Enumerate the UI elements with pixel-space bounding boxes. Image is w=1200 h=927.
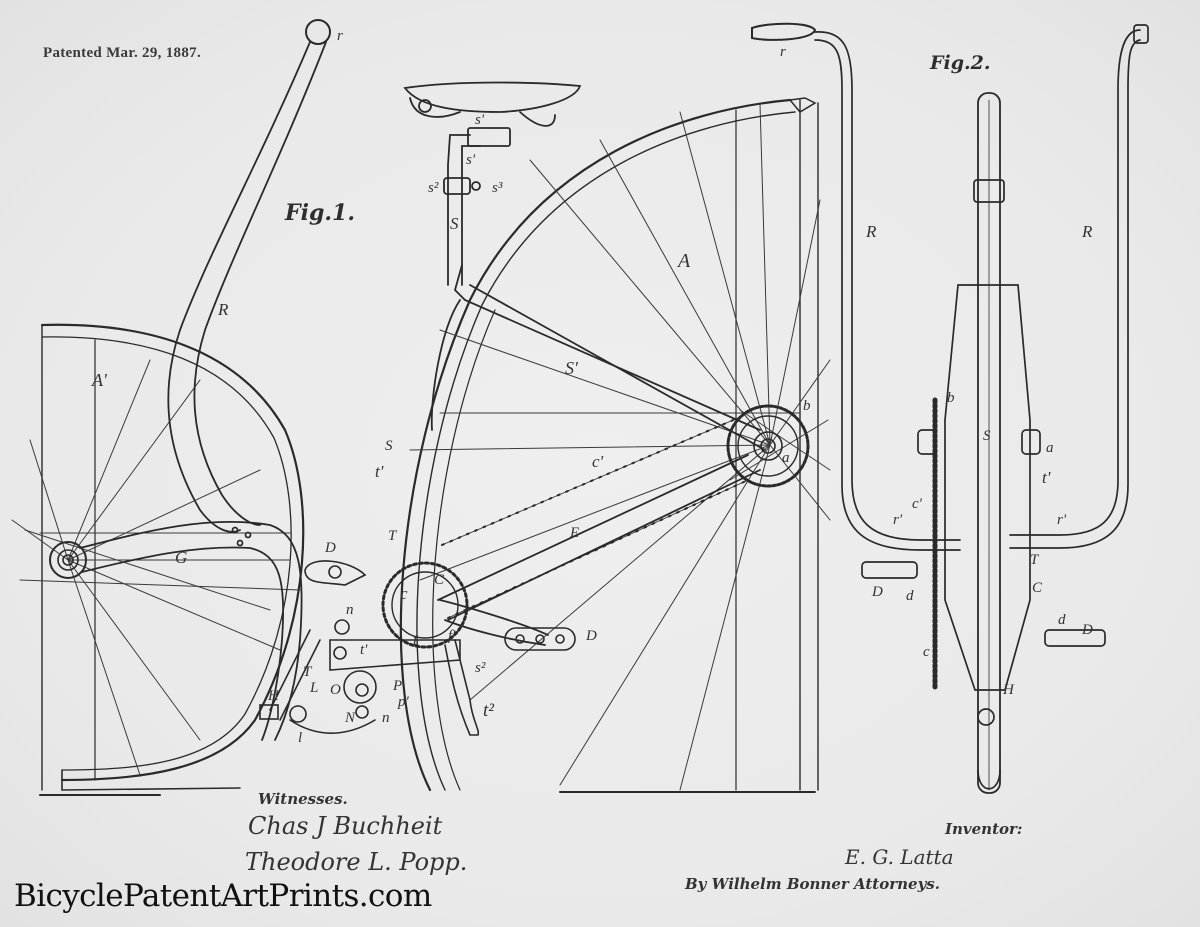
front-sprocket — [304, 560, 576, 736]
fig2-front-view — [751, 22, 1149, 794]
label-s-prime: s' — [466, 152, 476, 168]
fig2-label-r: r — [780, 44, 786, 60]
label-D-left: D — [325, 540, 336, 556]
label-c: c — [400, 584, 408, 603]
fig2-label-b: b — [947, 390, 955, 406]
witness-2-signature: Theodore L. Popp. — [245, 848, 468, 876]
label-saddle-s: s' — [475, 112, 485, 128]
label-S: S — [450, 214, 459, 233]
fig2-label-a: a — [1046, 440, 1054, 456]
label-R: R — [218, 300, 229, 319]
fig2-label-d-right: d — [1058, 612, 1066, 628]
label-t1: t' — [360, 642, 368, 658]
label-E: E — [570, 525, 580, 541]
label-a: a — [782, 450, 790, 466]
label-C: C — [434, 572, 445, 588]
label-A: A — [678, 250, 691, 272]
label-t: t — [413, 630, 418, 649]
linkage — [259, 619, 461, 734]
label-s2: s² — [428, 180, 439, 196]
main-frame — [430, 264, 766, 646]
label-O: O — [330, 682, 341, 698]
label-A-prime: A' — [92, 370, 107, 390]
figure-2-label: Fig.2. — [930, 52, 991, 74]
fig2-label-c-prime: c' — [912, 496, 922, 512]
label-f: f' — [448, 628, 456, 644]
label-t2: t² — [483, 700, 494, 721]
saddle — [403, 81, 582, 286]
label-D-right: D — [586, 628, 597, 644]
fig2-label-D-right: D — [1082, 622, 1093, 638]
label-P: P — [393, 678, 403, 694]
fig2-label-T: T — [1030, 552, 1039, 568]
large-wheel — [399, 97, 831, 793]
fig2-label-R-right: R — [1082, 222, 1093, 241]
label-s3: s³ — [492, 180, 503, 196]
fig2-label-D-left: D — [872, 584, 883, 600]
label-s2-lower: s² — [475, 660, 486, 676]
lever-r — [167, 19, 331, 533]
fig2-label-C: C — [1032, 580, 1043, 596]
fig2-label-t-prime: t' — [1042, 468, 1051, 487]
label-l: l — [298, 730, 303, 746]
chain — [441, 417, 749, 619]
rear-sprocket — [726, 404, 810, 488]
fig2-label-S: S — [983, 428, 991, 444]
watermark-site: BicyclePatentArtPrints.com — [14, 878, 432, 914]
fig2-label-r-prime-right: r' — [1057, 512, 1067, 528]
small-wheel — [11, 323, 305, 796]
witness-1-signature: Chas J Buchheit — [248, 812, 443, 840]
label-N: N — [345, 710, 356, 726]
label-T: T — [388, 528, 397, 544]
fig2-label-c: c — [923, 644, 930, 660]
patent-date: Patented Mar. 29, 1887. — [43, 45, 201, 61]
label-L: L — [310, 680, 319, 696]
attorneys-line: By Wilhelm Bonner Attorneys. — [685, 875, 940, 893]
fig2-label-R-left: R — [866, 222, 877, 241]
label-t-prime: t' — [375, 462, 384, 481]
label-r: r — [337, 28, 343, 44]
inventor-signature: E. G. Latta — [845, 845, 954, 869]
label-n-top: n — [346, 602, 354, 618]
label-S-prime: S' — [565, 358, 578, 378]
witnesses-heading: Witnesses. — [258, 790, 348, 808]
label-S-lower: S — [385, 438, 393, 454]
fig2-label-H: H — [1003, 682, 1014, 698]
label-H: H — [268, 688, 279, 704]
label-b: b — [803, 398, 811, 414]
fig2-label-d-left: d — [906, 588, 914, 604]
label-c-prime: c' — [592, 452, 604, 471]
frame-g — [79, 520, 303, 741]
label-G: G — [175, 548, 188, 567]
figure-1-label: Fig.1. — [285, 200, 355, 226]
fig2-label-r-prime-left: r' — [893, 512, 903, 528]
inventor-heading: Inventor: — [945, 820, 1023, 838]
label-n: n — [382, 710, 390, 726]
label-T-small: T — [303, 664, 312, 680]
label-p-prime: p' — [398, 694, 409, 710]
